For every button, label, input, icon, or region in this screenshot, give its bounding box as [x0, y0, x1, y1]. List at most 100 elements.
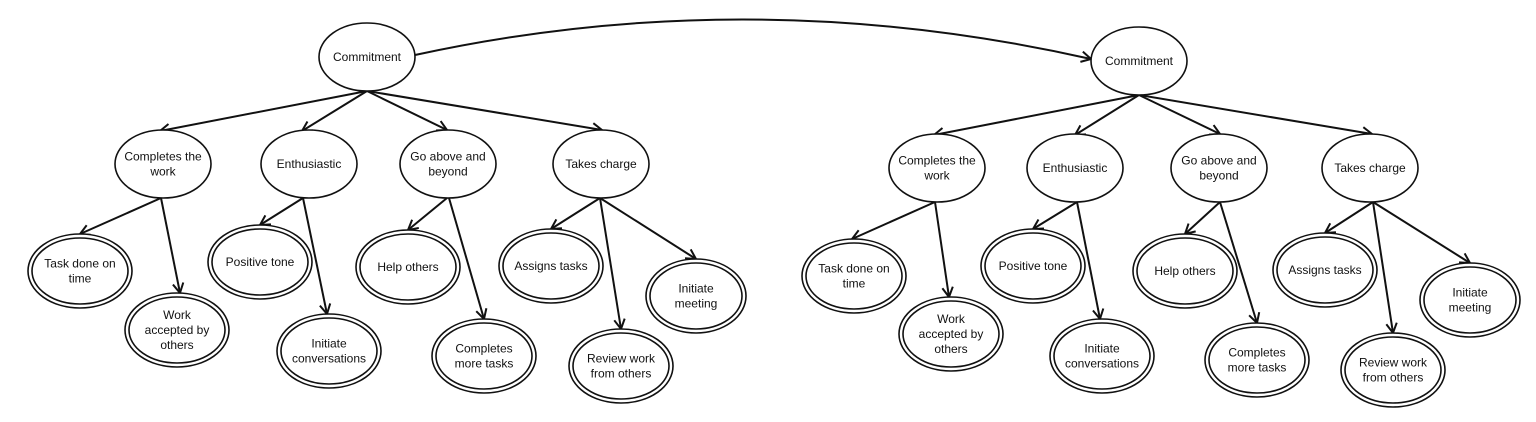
edge-line: [1219, 201, 1258, 324]
category-node-label-line: Takes charge: [565, 157, 637, 171]
edge-line: [302, 197, 328, 315]
root-node-ellipse: [318, 22, 416, 92]
outcome-node-inner-ellipse: [280, 317, 378, 385]
outcome-node-label-line: Initiate: [1452, 286, 1488, 300]
edge-line: [407, 197, 448, 231]
category-node-label-line: work: [149, 165, 176, 179]
tree-2-edge-above-to-help: [1183, 201, 1221, 236]
outcome-node-label-line: Initiate: [1084, 342, 1120, 356]
outcome-node-label-line: Task done on: [44, 257, 115, 271]
tree-2-node-assigns: Assigns tasks: [1272, 232, 1378, 308]
link-curve: [414, 18, 1092, 60]
edge-line: [599, 197, 622, 330]
category-node-ellipse: [1026, 133, 1124, 203]
outcome-node-label-line: Completes: [455, 342, 512, 356]
edge-line: [1184, 201, 1221, 235]
tree-1-edge-complete-to-accepted: [160, 197, 185, 296]
outcome-node-inner-ellipse: [1344, 336, 1442, 404]
tree-2-edge-complete-to-taskdone: [850, 201, 936, 241]
outcome-node-inner-ellipse: [1423, 266, 1517, 334]
outcome-node-label-line: accepted by: [919, 327, 984, 341]
outcome-node-label-line: Help others: [1154, 264, 1215, 278]
tree-2-edge-complete-to-accepted: [934, 201, 954, 300]
tree-1-node-positive: Positive tone: [207, 224, 313, 300]
outcome-node-inner-ellipse: [128, 296, 226, 364]
tree-1-edge-commit-to-complete: [157, 90, 368, 136]
outcome-node-label-line: time: [69, 272, 92, 286]
tree-1-edge-charge-to-assigns: [549, 197, 601, 231]
edge-line: [1372, 201, 1394, 334]
link-tree-1-to-tree-2: [414, 18, 1094, 63]
outcome-node-label-line: Completes: [1228, 346, 1285, 360]
edge-line: [366, 90, 448, 131]
category-node-ellipse: [1170, 133, 1268, 203]
tree-2-node-help: Help others: [1132, 233, 1238, 309]
tree-1-node-assigns: Assigns tasks: [498, 228, 604, 304]
tree-1-node-help: Help others: [355, 229, 461, 305]
outcome-node-label-line: accepted by: [145, 323, 210, 337]
category-node-label-line: Takes charge: [1334, 161, 1406, 175]
tree-2-node-positive: Positive tone: [980, 228, 1086, 304]
category-node-ellipse: [888, 133, 986, 203]
outcome-node-label-line: others: [934, 342, 967, 356]
tree-2-node-charge: Takes charge: [1321, 133, 1419, 203]
tree-2-edge-charge-to-meeting: [1372, 201, 1472, 265]
tree-1-edge-commit-to-charge: [366, 90, 605, 135]
root-node-label-line: Commitment: [1105, 54, 1174, 68]
outcome-node-label-line: conversations: [1065, 357, 1139, 371]
edge-line: [1138, 94, 1221, 135]
outcome-node-inner-ellipse: [1053, 322, 1151, 390]
tree-2-edge-commit-to-complete: [931, 94, 1140, 140]
edge-line: [159, 90, 368, 132]
category-node-label-line: Enthusiastic: [1043, 161, 1108, 175]
outcome-node-inner-ellipse: [1276, 236, 1374, 304]
category-node-label-line: Completes the: [898, 154, 976, 168]
edge-line: [79, 197, 162, 235]
outcome-node-label-line: Help others: [377, 260, 438, 274]
category-node-ellipse: [552, 129, 650, 199]
tree-2-edge-commit-to-charge: [1138, 94, 1375, 139]
outcome-node-label-line: more tasks: [455, 357, 514, 371]
tree-1-node-charge: Takes charge: [552, 129, 650, 199]
outcome-node-inner-ellipse: [902, 300, 1000, 368]
tree-1-node-commit: Commitment: [318, 22, 416, 92]
outcome-node-label-line: meeting: [675, 297, 718, 311]
category-node-label-line: work: [923, 169, 950, 183]
edge-line: [934, 201, 950, 298]
outcome-node-label-line: Assigns tasks: [1288, 263, 1361, 277]
outcome-node-label-line: from others: [1363, 371, 1424, 385]
outcome-node-inner-ellipse: [1136, 237, 1234, 305]
tree-1-node-enthusiastic: Enthusiastic: [260, 129, 358, 199]
category-node-label-line: beyond: [1199, 169, 1238, 183]
outcome-node-label-line: more tasks: [1228, 361, 1287, 375]
outcome-node-label-line: Review work: [587, 352, 656, 366]
edge-line: [1372, 201, 1471, 264]
edge-line: [1076, 201, 1101, 320]
category-node-label-line: Completes the: [124, 150, 202, 164]
category-node-label-line: Go above and: [1181, 154, 1256, 168]
outcome-node-label-line: conversations: [292, 352, 366, 366]
outcome-node-label-line: Assigns tasks: [514, 259, 587, 273]
outcome-node-label-line: Work: [937, 312, 966, 326]
outcome-node-label-line: Initiate: [311, 337, 347, 351]
tree-2-node-commit: Commitment: [1090, 26, 1188, 96]
outcome-node-inner-ellipse: [359, 233, 457, 301]
tree-2-node-enthusiastic: Enthusiastic: [1026, 133, 1124, 203]
edge-line: [1324, 201, 1374, 234]
edge-line: [1074, 94, 1140, 136]
category-node-ellipse: [114, 129, 212, 199]
category-node-ellipse: [260, 129, 358, 199]
category-node-ellipse: [399, 129, 497, 199]
